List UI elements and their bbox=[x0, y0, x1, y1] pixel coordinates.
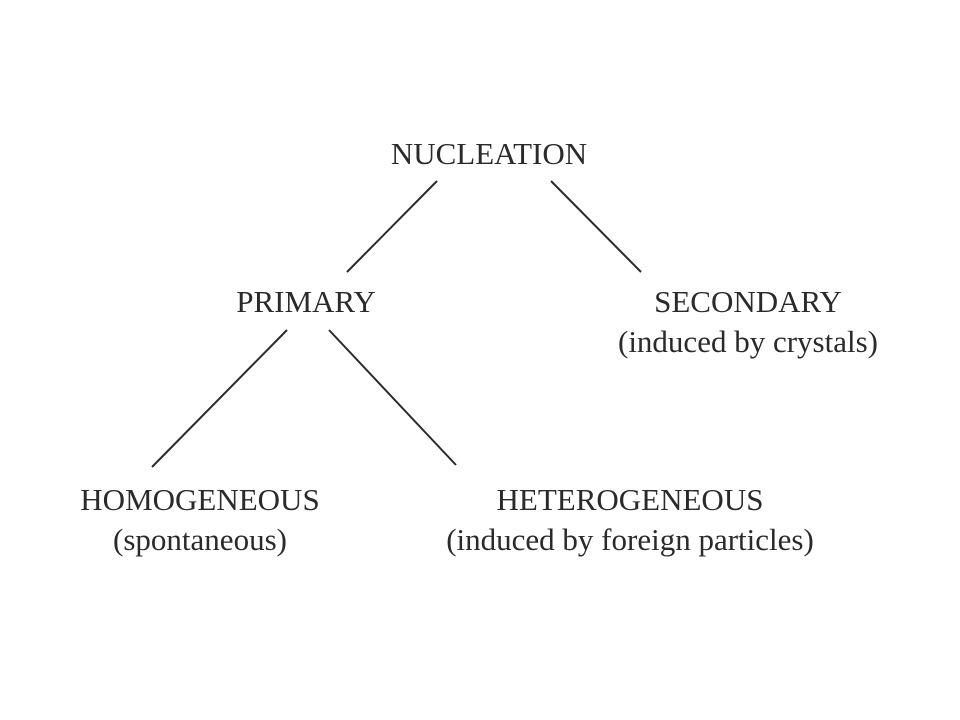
node-secondary-label: SECONDARY bbox=[654, 284, 842, 319]
node-nucleation: NUCLEATION bbox=[339, 134, 639, 174]
node-secondary: SECONDARY (induced by crystals) bbox=[543, 282, 953, 362]
node-homogeneous-label: HOMOGENEOUS bbox=[80, 482, 320, 517]
node-heterogeneous: HETEROGENEOUS (induced by foreign partic… bbox=[380, 480, 880, 560]
node-heterogeneous-label: HETEROGENEOUS bbox=[496, 482, 764, 517]
node-heterogeneous-note: (induced by foreign particles) bbox=[446, 522, 814, 557]
node-secondary-note: (induced by crystals) bbox=[618, 324, 878, 359]
node-homogeneous: HOMOGENEOUS (spontaneous) bbox=[30, 480, 370, 560]
edge-primary-heterogeneous bbox=[328, 329, 457, 466]
node-homogeneous-note: (spontaneous) bbox=[113, 522, 287, 557]
node-primary: PRIMARY bbox=[156, 282, 456, 322]
edge-primary-homogeneous bbox=[151, 329, 288, 468]
edge-nucleation-primary bbox=[346, 180, 438, 273]
node-primary-label: PRIMARY bbox=[236, 284, 376, 319]
node-nucleation-label: NUCLEATION bbox=[390, 136, 588, 171]
edge-nucleation-secondary bbox=[550, 180, 642, 273]
